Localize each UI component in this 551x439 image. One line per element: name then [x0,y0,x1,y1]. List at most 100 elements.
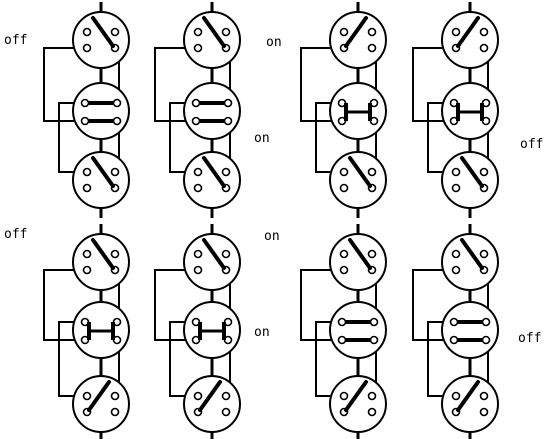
label-off-2: off [520,137,544,152]
panel-2-switch-middle-circle [183,82,241,140]
panel-1-switch-middle-terminal [80,98,90,108]
panel-3-switch-bottom-terminal [339,183,349,193]
label-off-3: off [4,227,28,242]
label-on-1: on [266,35,282,50]
panel-7-switch-bottom-terminal [367,407,377,417]
panel-7-switch-bottom-terminal [339,391,349,401]
panel-8-switch-bottom-terminal [479,391,489,401]
panel-8-switch-bottom-circle [441,375,499,433]
panel-1-switch-middle-terminal [112,116,122,126]
panel-7-switch-middle-terminal [369,335,379,345]
panel-3-wire-inner [315,102,344,173]
panel-4-switch-bottom-terminal [451,167,461,177]
panel-1-switch-bottom-blade [91,156,115,188]
panel-2-switch-bottom-circle [183,151,241,209]
panel-1-wire-inner [58,102,87,173]
panel-4-wire-outer [412,47,456,122]
label-on-2: on [254,131,270,146]
panel-3-switch-top-terminal [339,27,349,37]
panel-8-switch-middle-terminal [481,335,491,345]
panel-7-switch-middle-circle [329,301,387,359]
panel-2-switch-middle-terminal [191,116,201,126]
panel-5-switch-bottom-terminal [82,391,92,401]
panel-6-wire-outer [154,269,198,341]
panel-7-wire-inner [315,321,344,397]
panel-8-wire-outer [412,269,456,341]
panel-4-switch-bottom-terminal [451,183,461,193]
panel-2-switch-bottom-blade [202,156,226,188]
panel-6-switch-top-terminal [193,249,203,259]
panel-5-switch-top-terminal [110,249,120,259]
panel-1-switch-bottom-terminal [82,183,92,193]
panel-1-switch-middle-circle [72,82,130,140]
panel-8-switch-middle-terminal [481,317,491,327]
panel-3-switch-top-terminal [367,27,377,37]
panel-7-switch-bottom-blade [344,380,368,412]
panel-7-switch-top-terminal [367,249,377,259]
panel-2-switch-top-terminal [193,43,203,53]
panel-7-switch-top-terminal [339,265,349,275]
panel-6-wire-inner [169,321,198,397]
panel-2-switch-bottom-terminal [193,167,203,177]
panel-4-switch-bottom-blade [460,156,484,188]
panel-3-switch-bottom-terminal [367,167,377,177]
panel-2-switch-bottom-terminal [193,183,203,193]
panel-6-switch-top-circle [183,233,241,291]
panel-3-switch-bottom-terminal [339,167,349,177]
panel-2-wire-inner [169,102,198,173]
panel-1-switch-top-terminal [110,27,120,37]
panel-1-switch-bottom-terminal [110,167,120,177]
panel-1-switch-bottom-circle [72,151,130,209]
panel-7-wire-outer [300,269,344,341]
panel-6-switch-bottom-blade [198,380,222,412]
panel-5-switch-top-terminal [82,265,92,275]
panel-8-switch-top-terminal [479,249,489,259]
panel-5-switch-top-terminal [82,249,92,259]
panel-2-switch-middle-terminal [223,98,233,108]
panel-4-switch-top-terminal [479,43,489,53]
panel-6-switch-bottom-terminal [193,391,203,401]
panel-5-switch-top-blade [91,238,115,270]
panel-2-switch-top-terminal [193,27,203,37]
panel-1-switch-middle-terminal [112,98,122,108]
panel-8-wire-inner [427,321,456,397]
panel-8-switch-bottom-terminal [479,407,489,417]
panel-2-switch-top-circle [183,11,241,69]
panel-6-switch-top-blade [202,238,226,270]
label-on-4: on [254,325,270,340]
panel-8-switch-top-terminal [451,265,461,275]
panel-3-switch-bottom-blade [348,156,372,188]
panel-5-switch-bottom-terminal [110,407,120,417]
panel-3-switch-bottom-circle [329,151,387,209]
panel-8-switch-middle-terminal [449,317,459,327]
panel-3-wire-outer [300,47,344,122]
panel-7-switch-top-circle [329,233,387,291]
label-off-1: off [4,33,28,48]
panel-1-switch-middle-terminal [80,116,90,126]
panel-7-switch-top-blade [348,238,372,270]
panel-8-switch-bottom-blade [456,380,480,412]
panel-1-switch-top-circle [72,11,130,69]
panel-7-switch-bottom-terminal [367,391,377,401]
panel-7-switch-middle-terminal [369,317,379,327]
panel-8-switch-top-circle [441,233,499,291]
panel-2-switch-bottom-terminal [221,167,231,177]
panel-4-switch-top-blade [456,16,480,48]
panel-7-switch-top-terminal [339,249,349,259]
panel-6-switch-bottom-circle [183,375,241,433]
panel-1-switch-top-blade [91,16,115,48]
panel-2-switch-top-blade [202,16,226,48]
panel-5-wire-inner [58,321,87,397]
panel-4-switch-bottom-circle [441,151,499,209]
panel-1-switch-top-terminal [82,43,92,53]
panel-5-wire-outer [43,269,87,341]
panel-3-switch-top-terminal [367,43,377,53]
panel-5-switch-bottom-terminal [110,391,120,401]
panel-5-switch-top-circle [72,233,130,291]
panel-8-switch-middle-terminal [449,335,459,345]
panel-2-switch-middle-terminal [191,98,201,108]
panel-8-switch-bottom-terminal [451,391,461,401]
panel-6-switch-bottom-terminal [221,407,231,417]
